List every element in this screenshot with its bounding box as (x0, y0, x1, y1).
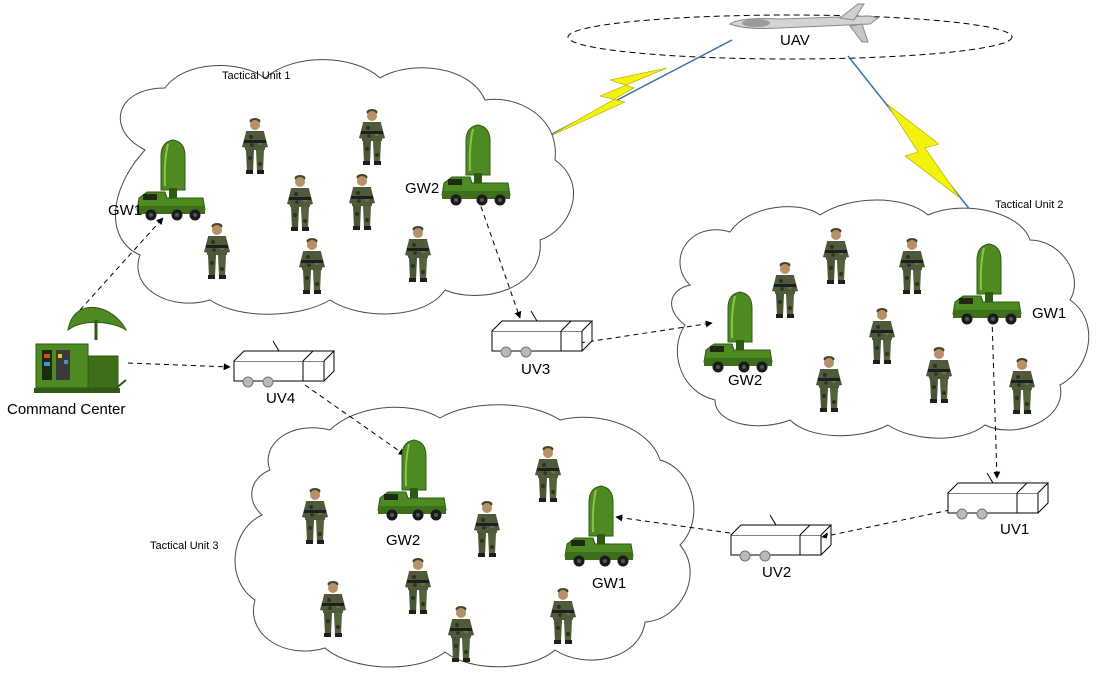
unit3-gw1-label: GW1 (592, 575, 626, 592)
tactical-unit-1-cloud (115, 59, 574, 315)
command-center-icon (34, 306, 128, 393)
tactical-unit-3-label: Tactical Unit 3 (150, 540, 218, 552)
uv2-label: UV2 (762, 564, 791, 581)
uv3-vehicle-icon (491, 310, 593, 358)
uv1-vehicle-icon (947, 472, 1049, 520)
link-uv3-to-unit2-gw2 (579, 320, 713, 344)
tactical-unit-3-cloud (234, 404, 695, 668)
link-uv1-to-uv2 (821, 509, 951, 540)
tactical-unit-1-label: Tactical Unit 1 (222, 70, 290, 82)
uv3-label: UV3 (521, 361, 550, 378)
link-unit1-gw2-to-uv3 (477, 197, 522, 319)
uav-label: UAV (780, 32, 810, 49)
uv1-label: UV1 (1000, 521, 1029, 538)
uav-orbit (567, 14, 1013, 60)
link-uv4-to-unit3-gw2 (304, 384, 406, 456)
link-cc-to-uv4 (127, 362, 231, 371)
uav-icon (728, 3, 880, 43)
link-cc-to-unit1-gw1 (79, 217, 164, 311)
unit3-gw2-label: GW2 (386, 532, 420, 549)
uv2-vehicle-icon (730, 514, 832, 562)
link-uv2-to-unit3-gw1 (615, 514, 731, 534)
unit2-gw2-label: GW2 (728, 372, 762, 389)
tactical-unit-2-label: Tactical Unit 2 (995, 199, 1063, 211)
unit1-gw2-label: GW2 (405, 180, 439, 197)
uv4-label: UV4 (266, 390, 295, 407)
uv4-vehicle-icon (233, 340, 335, 388)
command-center-label: Command Center (7, 401, 125, 418)
unit1-gw1-label: GW1 (108, 202, 142, 219)
unit2-gw1-label: GW1 (1032, 305, 1066, 322)
